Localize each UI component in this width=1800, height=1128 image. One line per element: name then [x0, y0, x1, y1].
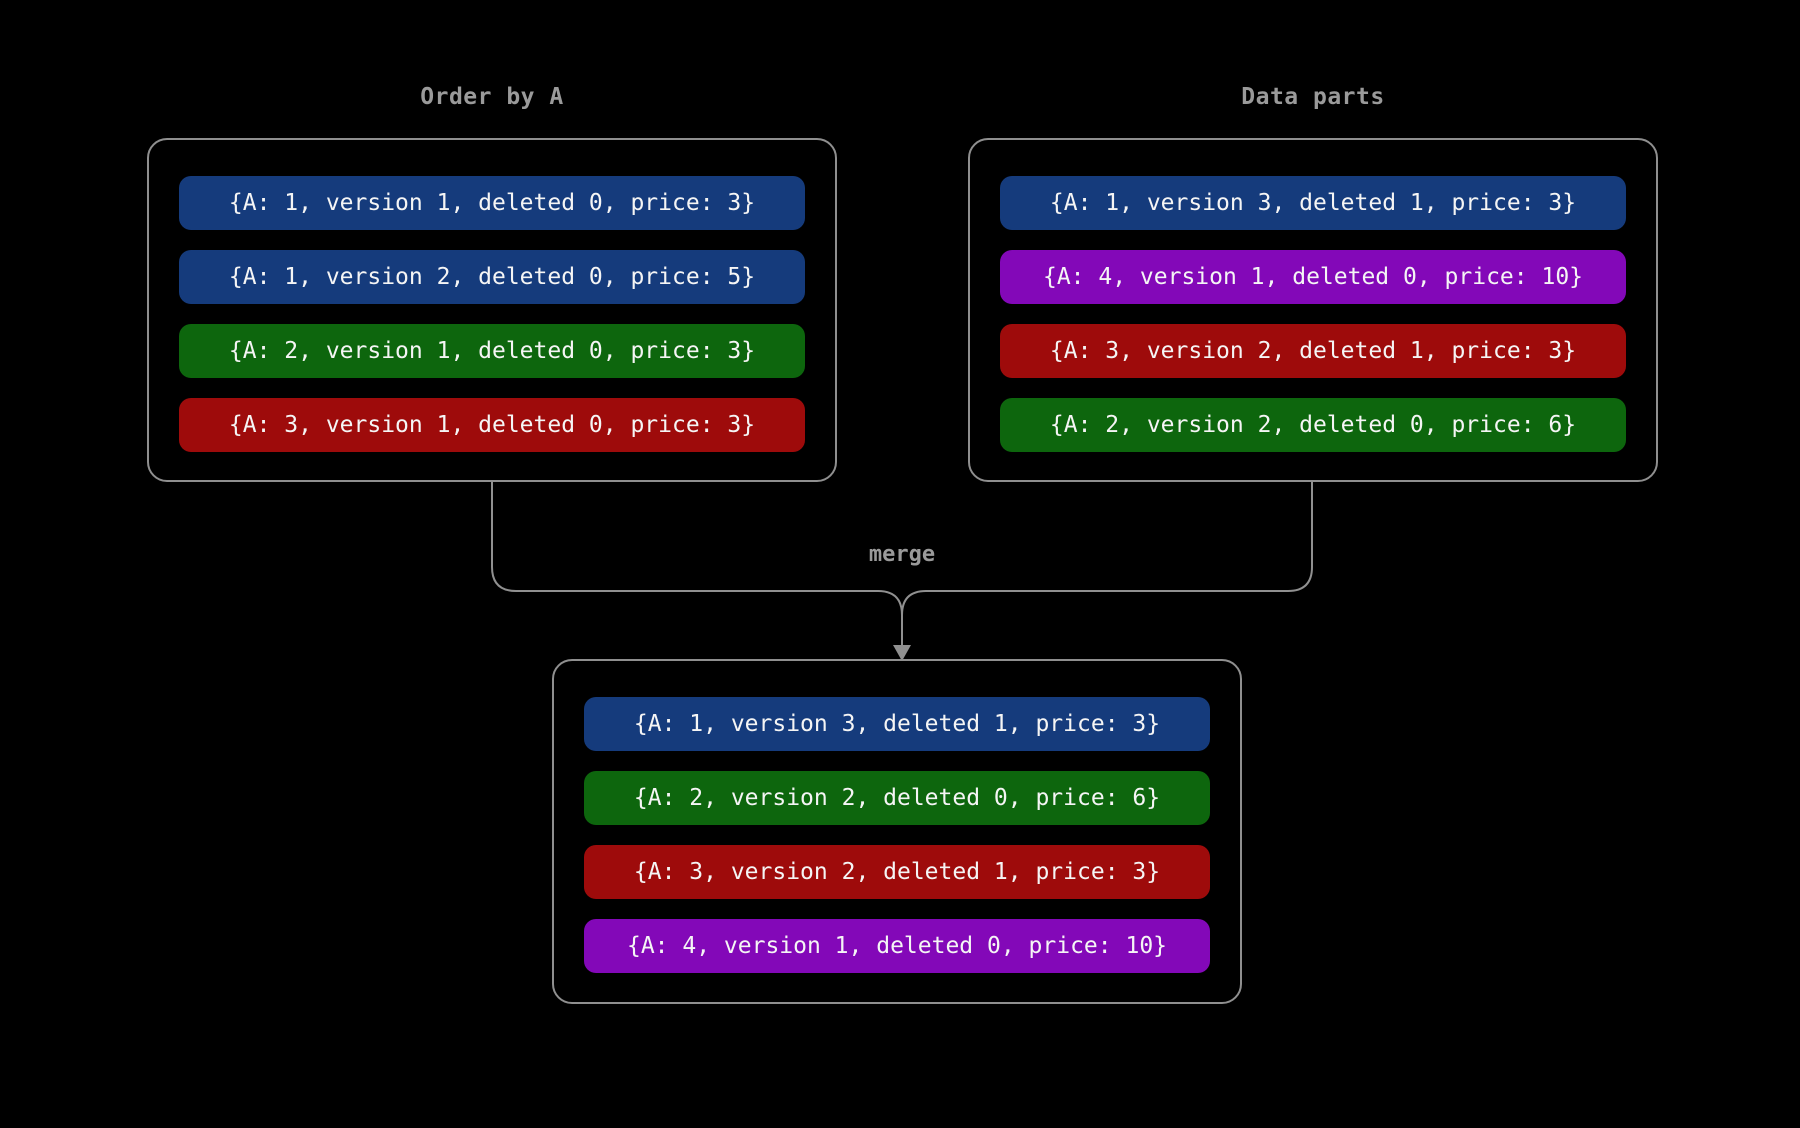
data-row: {A: 1, version 3, deleted 1, price: 3}	[584, 697, 1210, 751]
data-row: {A: 1, version 3, deleted 1, price: 3}	[1000, 176, 1626, 230]
merged-result-box: {A: 1, version 3, deleted 1, price: 3} {…	[552, 659, 1242, 1004]
data-row: {A: 2, version 2, deleted 0, price: 6}	[584, 771, 1210, 825]
data-parts-title: Data parts	[1241, 84, 1385, 110]
data-row: {A: 4, version 1, deleted 0, price: 10}	[584, 919, 1210, 973]
data-row: {A: 3, version 2, deleted 1, price: 3}	[584, 845, 1210, 899]
order-by-a-title: Order by A	[420, 84, 564, 110]
data-row: {A: 3, version 1, deleted 0, price: 3}	[179, 398, 805, 452]
order-by-a-box: {A: 1, version 1, deleted 0, price: 3} {…	[147, 138, 837, 482]
data-row: {A: 2, version 1, deleted 0, price: 3}	[179, 324, 805, 378]
data-row: {A: 1, version 1, deleted 0, price: 3}	[179, 176, 805, 230]
data-row: {A: 4, version 1, deleted 0, price: 10}	[1000, 250, 1626, 304]
data-row: {A: 3, version 2, deleted 1, price: 3}	[1000, 324, 1626, 378]
data-row: {A: 1, version 2, deleted 0, price: 5}	[179, 250, 805, 304]
data-parts-box: {A: 1, version 3, deleted 1, price: 3} {…	[968, 138, 1658, 482]
data-row: {A: 2, version 2, deleted 0, price: 6}	[1000, 398, 1626, 452]
merge-label: merge	[868, 542, 936, 567]
